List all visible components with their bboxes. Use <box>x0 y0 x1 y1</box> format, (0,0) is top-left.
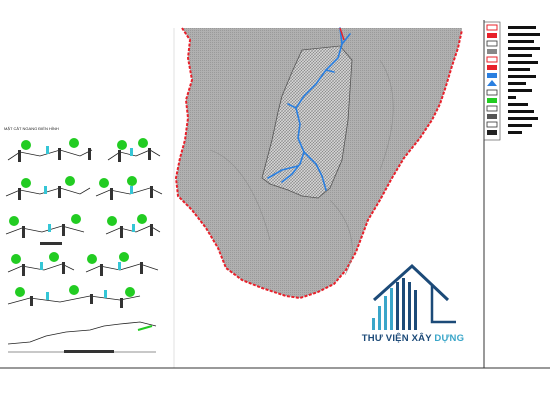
tree-symbols <box>9 138 148 297</box>
left-panel-heading: MẶT CẮT NGANG ĐIỂN HÌNH <box>4 126 59 131</box>
watermark-brand-accent: DỰNG <box>434 333 465 344</box>
watermark-logo-icon <box>372 263 456 330</box>
watermark-brand-text: THƯ VIỆN XÂY DỰNG <box>358 333 468 344</box>
legend-text-lines <box>508 26 540 134</box>
terrain-map <box>174 27 463 300</box>
legend-block <box>483 21 540 141</box>
legend-symbols <box>486 24 498 135</box>
watermark-brand-main: THƯ VIỆN XÂY <box>361 333 432 344</box>
stream-network <box>267 27 351 191</box>
boundary-line <box>174 27 463 300</box>
cross-sections-panel <box>5 138 163 353</box>
catchment-zone <box>261 45 353 199</box>
stream-outlet-mark <box>339 27 345 41</box>
